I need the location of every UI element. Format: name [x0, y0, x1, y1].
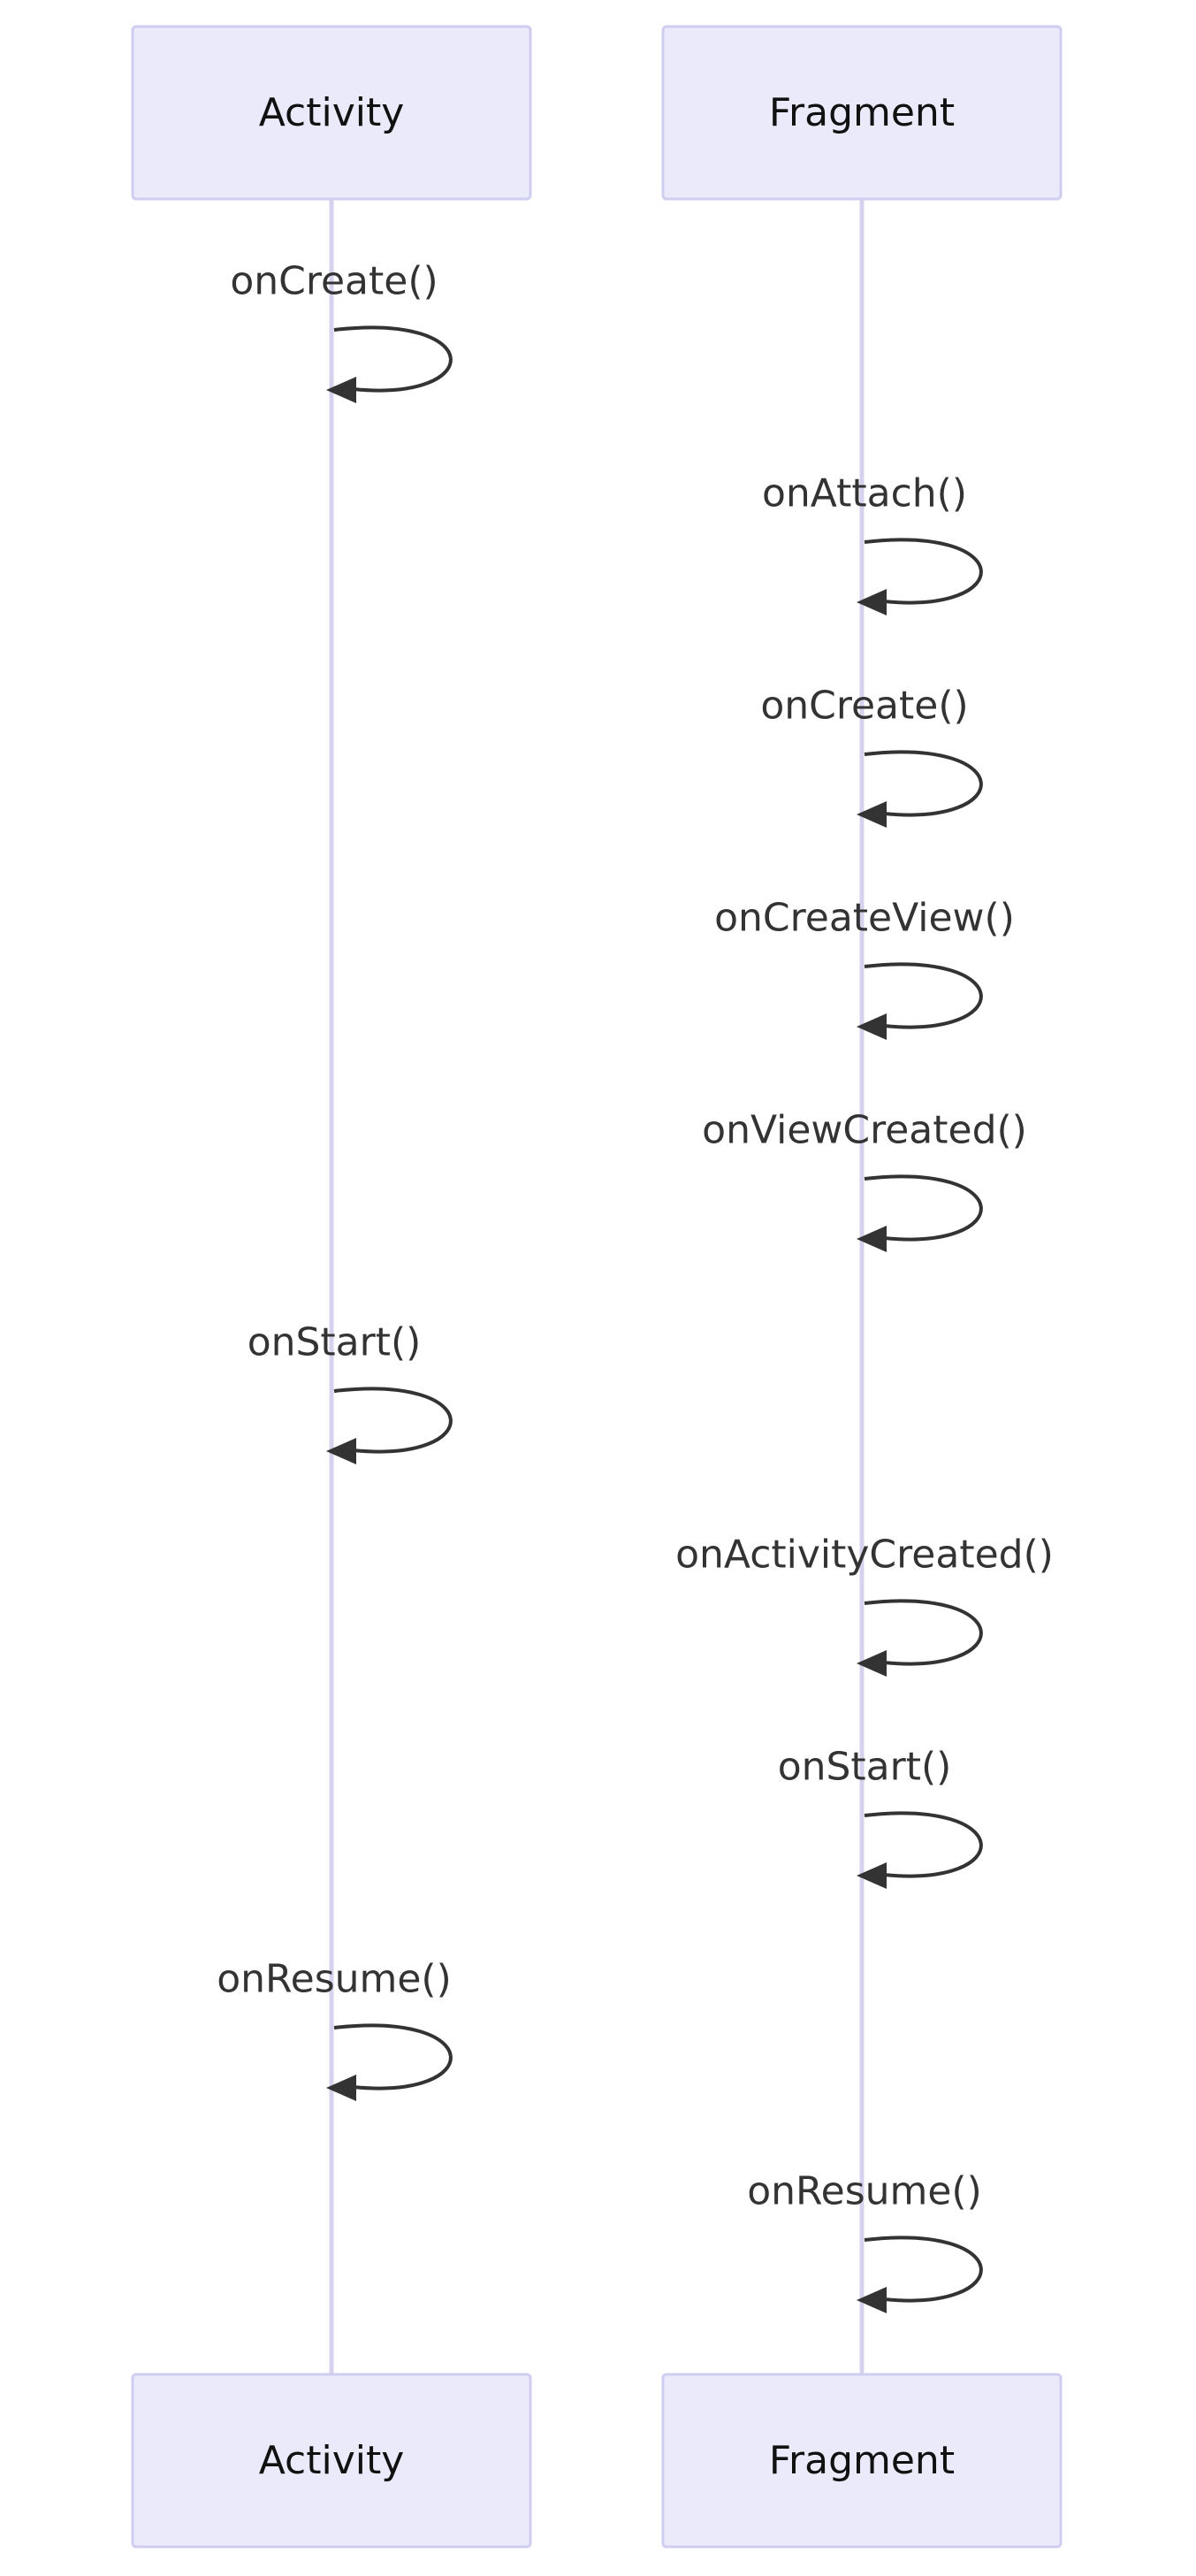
self-call-loop — [864, 538, 983, 605]
participant-box — [661, 2373, 1063, 2549]
message-label: onViewCreated() — [702, 1108, 1027, 1153]
arrowhead — [857, 1650, 887, 1677]
message-label: onCreateView() — [714, 896, 1015, 941]
message-3: onCreateView() — [714, 896, 1015, 1040]
arrowhead — [857, 1013, 887, 1040]
participant-label: Activity — [259, 90, 405, 135]
self-call-loop — [333, 325, 453, 393]
self-call-loop — [864, 750, 983, 817]
self-call-loop — [864, 962, 983, 1029]
participant-box — [131, 25, 532, 201]
message-2: onCreate() — [760, 684, 983, 828]
message-label: onAttach() — [762, 471, 967, 516]
message-6: onActivityCreated() — [675, 1533, 1054, 1677]
self-call-loop — [864, 1174, 983, 1242]
participant-box — [131, 2373, 532, 2549]
self-call-loop — [864, 2236, 983, 2303]
participant-fragment-bottom: Fragment — [661, 2373, 1063, 2549]
participant-label: Fragment — [769, 2438, 955, 2483]
message-label: onResume() — [217, 1957, 452, 2002]
messages: onCreate() onAttach() onCreate() onCreateVi… — [217, 259, 1054, 2313]
participant-label: Activity — [259, 2438, 405, 2483]
participant-activity-top: Activity — [131, 25, 532, 201]
arrowhead — [857, 1862, 887, 1889]
self-call-loop — [864, 1811, 983, 1878]
arrowhead — [857, 1226, 887, 1252]
self-call-loop — [333, 2023, 453, 2091]
message-9: onResume() — [747, 2169, 983, 2313]
message-label: onCreate() — [230, 259, 438, 304]
participant-box — [661, 25, 1063, 201]
participant-label: Fragment — [769, 90, 955, 135]
lifelines — [329, 199, 865, 2374]
message-7: onStart() — [778, 1745, 983, 1889]
message-label: onActivityCreated() — [675, 1533, 1054, 1578]
participant-activity-bottom: Activity — [131, 2373, 532, 2549]
arrowhead — [857, 589, 887, 615]
message-4: onViewCreated() — [702, 1108, 1027, 1252]
arrowhead — [857, 801, 887, 828]
message-8: onResume() — [217, 1957, 453, 2101]
self-call-loop — [864, 1599, 983, 1666]
self-call-loop — [333, 1387, 453, 1454]
arrowhead — [326, 2075, 356, 2101]
message-5: onStart() — [248, 1320, 453, 1464]
message-0: onCreate() — [230, 259, 453, 403]
message-label: onStart() — [248, 1320, 422, 1365]
arrowhead — [326, 1438, 356, 1464]
message-label: onStart() — [778, 1745, 952, 1790]
participant-fragment-top: Fragment — [661, 25, 1063, 201]
arrowhead — [857, 2287, 887, 2313]
message-1: onAttach() — [762, 471, 983, 615]
message-label: onResume() — [747, 2169, 982, 2214]
arrowhead — [326, 377, 356, 403]
message-label: onCreate() — [760, 684, 968, 729]
